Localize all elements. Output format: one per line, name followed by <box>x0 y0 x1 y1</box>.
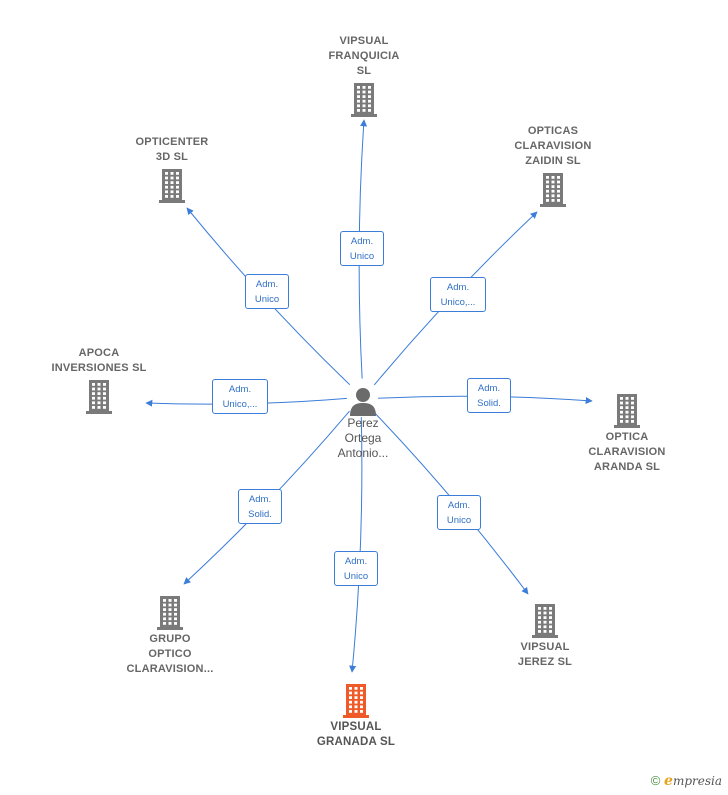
edge-label[interactable]: Adm. Unico,... <box>212 379 268 414</box>
footer-brand: © empresia <box>651 773 722 789</box>
company-node-grupo-optico-claravision[interactable]: GRUPO OPTICO CLARAVISION... <box>110 592 230 677</box>
company-node-vipsual-granada[interactable]: VIPSUAL GRANADA SL <box>296 680 416 750</box>
edge-label[interactable]: Adm. Unico <box>245 274 289 309</box>
person-node[interactable]: Perez Ortega Antonio... <box>318 386 408 461</box>
company-label: GRUPO OPTICO CLARAVISION... <box>126 633 214 675</box>
edge-label[interactable]: Adm. Solid. <box>238 489 282 524</box>
company-label: APOCA INVERSIONES SL <box>51 347 147 374</box>
building-icon <box>567 392 687 428</box>
building-icon <box>493 171 613 207</box>
company-label: VIPSUAL FRANQUICIA SL <box>328 35 400 77</box>
building-icon <box>490 602 600 638</box>
edge-vipsual-granada <box>349 417 363 673</box>
person-icon <box>350 388 376 416</box>
person-name: Perez Ortega Antonio... <box>337 416 389 460</box>
company-label: OPTICA CLARAVISION ARANDA SL <box>588 431 666 473</box>
company-label: OPTICAS CLARAVISION ZAIDIN SL <box>514 125 592 167</box>
company-node-opticenter-3d[interactable]: OPTICENTER 3D SL <box>117 135 227 205</box>
company-node-apoca-inversiones[interactable]: APOCA INVERSIONES SL <box>40 346 158 416</box>
edge-label[interactable]: Adm. Unico <box>437 495 481 530</box>
company-node-vipsual-franquicia[interactable]: VIPSUAL FRANQUICIA SL <box>310 34 418 119</box>
edge-label[interactable]: Adm. Unico <box>340 231 384 266</box>
company-label: VIPSUAL JEREZ SL <box>517 641 573 668</box>
edge-label[interactable]: Adm. Unico,... <box>430 277 486 312</box>
building-icon-highlight <box>296 682 416 718</box>
company-label: OPTICENTER 3D SL <box>135 136 209 163</box>
company-node-optica-claravision-aranda[interactable]: OPTICA CLARAVISION ARANDA SL <box>567 390 687 475</box>
edge-label[interactable]: Adm. Unico <box>334 551 378 586</box>
brand-logo: empresia <box>664 773 722 789</box>
company-label: VIPSUAL GRANADA SL <box>316 721 396 748</box>
company-node-opticas-claravision-zaidin[interactable]: OPTICAS CLARAVISION ZAIDIN SL <box>493 124 613 209</box>
building-icon <box>110 594 230 630</box>
building-icon <box>310 81 418 117</box>
copyright-icon: © <box>650 773 661 788</box>
edge-label[interactable]: Adm. Solid. <box>467 378 511 413</box>
building-icon <box>40 378 158 414</box>
company-node-vipsual-jerez[interactable]: VIPSUAL JEREZ SL <box>490 600 600 670</box>
building-icon <box>117 167 227 203</box>
